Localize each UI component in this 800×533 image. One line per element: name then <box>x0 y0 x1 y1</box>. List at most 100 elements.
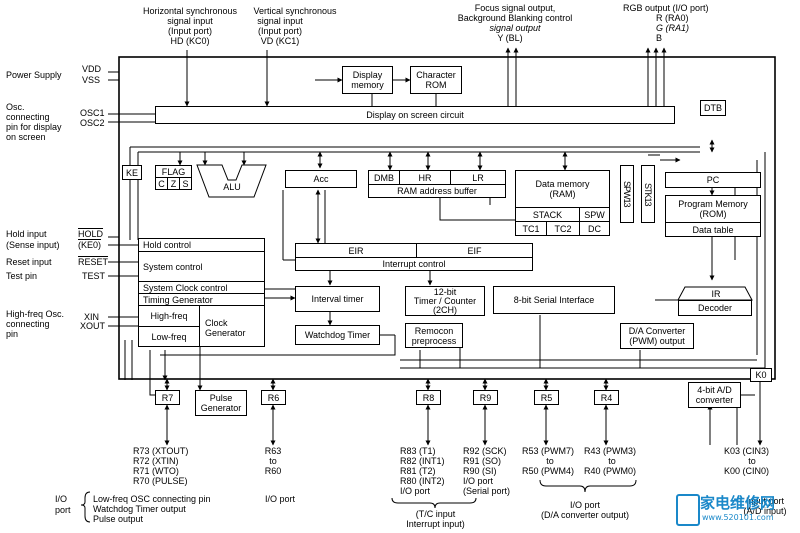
flag-block: FLAG <box>155 165 192 177</box>
wdt-output-label: Watchdog Timer output <box>93 504 186 514</box>
pulse-generator-line-1: Pulse <box>209 393 233 403</box>
data-memory-line-2: (RAM) <box>549 189 576 199</box>
ad-converter-block: 4-bit A/D converter <box>688 382 741 408</box>
osc1-pin: OSC1 <box>80 108 105 118</box>
chip-outline <box>118 56 776 380</box>
pulse-generator-line-2: Generator <box>200 403 242 413</box>
display-memory-block: Display memory <box>342 66 393 94</box>
hd-label-2: signal input <box>167 16 213 26</box>
vss-pin: VSS <box>82 75 101 85</box>
ir-label: IR <box>711 289 721 299</box>
osc-label-2: connecting <box>6 112 50 122</box>
da-output-label: (D/A converter output) <box>540 510 630 520</box>
watermark-text: 家电维修网 <box>700 494 776 512</box>
rgb-r-label: R (RA0) <box>656 13 689 23</box>
r63-label: R63 <box>264 446 282 456</box>
interrupt-input-label: Interrupt input) <box>406 519 465 529</box>
r8-io-port-label: I/O port <box>400 486 431 496</box>
timer-counter-line-3: (2CH) <box>433 304 457 315</box>
display-memory-line-1: Display <box>352 70 383 80</box>
r82-label: R82 (INT1) <box>400 456 445 466</box>
ram-address-buffer: RAM address buffer <box>368 184 506 198</box>
rgb-label: RGB output (I/O port) <box>623 3 709 13</box>
remocon-preprocess-block: Remocon preprocess <box>405 323 463 348</box>
hf-label-3: pin <box>6 329 19 339</box>
r9-serial-port-label: (Serial port) <box>463 486 511 496</box>
high-freq-block: High-freq <box>138 305 200 327</box>
spw13-block: SPW13 <box>620 165 634 223</box>
character-rom-line-1: Character <box>416 70 456 80</box>
osc-label-1: Osc. <box>6 102 25 112</box>
rgb-b-label: B <box>656 33 663 43</box>
clock-generator-line-1: Clock <box>205 318 228 328</box>
stk13-block: STK13 <box>641 165 655 223</box>
dtb-block: DTB <box>700 100 726 116</box>
display-memory-line-2: memory <box>351 80 384 90</box>
data-table-block: Data table <box>665 222 761 237</box>
remocon-line-2: preprocess <box>411 335 457 346</box>
watermark-logo-icon <box>676 494 700 526</box>
da-converter-line-1: D/A Converter <box>628 326 686 336</box>
left-io-label-2: port <box>55 505 71 515</box>
interval-timer-block: Interval timer <box>295 286 380 312</box>
hf-label-2: connecting <box>6 319 50 329</box>
da-io-port-label: I/O port <box>569 500 600 510</box>
k0-to-label: to <box>748 456 756 466</box>
r90-label: R90 (SI) <box>463 466 497 476</box>
r92-label: R92 (SCK) <box>463 446 507 456</box>
ke-block: KE <box>122 165 142 180</box>
osc-label-3: pin for display <box>6 122 62 132</box>
port-r6: R6 <box>261 390 286 405</box>
decoder-block: Decoder <box>678 300 752 316</box>
spw-block: SPW <box>579 207 610 222</box>
port-r9: R9 <box>473 390 498 405</box>
program-memory-line-1: Program Memory <box>678 199 748 209</box>
alu-label: ALU <box>223 182 241 192</box>
acc-block: Acc <box>285 170 357 188</box>
ad-input-label: (A/D input) <box>743 506 787 516</box>
osc-label-4: on screen <box>6 132 46 142</box>
r9-io-port-label: I/O port <box>463 476 494 486</box>
dmb-block: DMB <box>368 170 400 185</box>
eir-block: EIR <box>295 243 417 258</box>
input-port-label: Input port <box>745 496 785 506</box>
vd-label-2: signal input <box>257 16 303 26</box>
hd-label-3: (Input port) <box>167 26 213 36</box>
tc2-block: TC2 <box>546 221 580 236</box>
hd-pin-label: HD (KC0) <box>170 36 210 46</box>
remocon-line-1: Remocon <box>414 325 454 336</box>
rgb-g-label: G (RA1) <box>656 23 690 33</box>
test-pin: TEST <box>82 271 106 281</box>
program-memory-line-2: (ROM) <box>699 209 727 219</box>
lr-block: LR <box>450 170 506 185</box>
interrupt-control-block: Interrupt control <box>295 257 533 271</box>
flag-s: S <box>179 177 192 190</box>
sense-input-label: (Sense input) <box>6 240 60 250</box>
test-pin-label: Test pin <box>6 271 38 281</box>
r91-label: R91 (SO) <box>463 456 502 466</box>
vd-label-3: (Input port) <box>257 26 303 36</box>
focus-label-2: Background Blanking control <box>457 13 573 23</box>
port-k0: K0 <box>750 368 772 382</box>
r5-to-label: to <box>546 456 554 466</box>
tc1-block: TC1 <box>515 221 547 236</box>
reset-input-label: Reset input <box>6 257 52 267</box>
watermark-url: www.520101.com <box>702 513 774 522</box>
data-memory-block: Data memory (RAM) <box>515 170 610 208</box>
eif-block: EIF <box>416 243 533 258</box>
character-rom-block: Character ROM <box>410 66 462 94</box>
ad-converter-line-1: 4-bit A/D <box>697 385 732 395</box>
r4-to-label: to <box>608 456 616 466</box>
hold-input-label: Hold input <box>6 229 47 239</box>
da-converter-block: D/A Converter (PWM) output <box>620 323 694 349</box>
vd-label-1: Vertical synchronous <box>253 6 337 16</box>
hold-pin: HOLD <box>78 229 104 239</box>
xout-pin: XOUT <box>80 321 106 331</box>
stack-block: STACK <box>515 207 580 222</box>
pulse-output-label: Pulse output <box>93 514 144 524</box>
ke0-pin: (KE0) <box>78 240 102 250</box>
port-r7: R7 <box>155 390 180 405</box>
r71-label: R71 (WTO) <box>133 466 179 476</box>
tc-input-label: (T/C input <box>415 509 456 519</box>
